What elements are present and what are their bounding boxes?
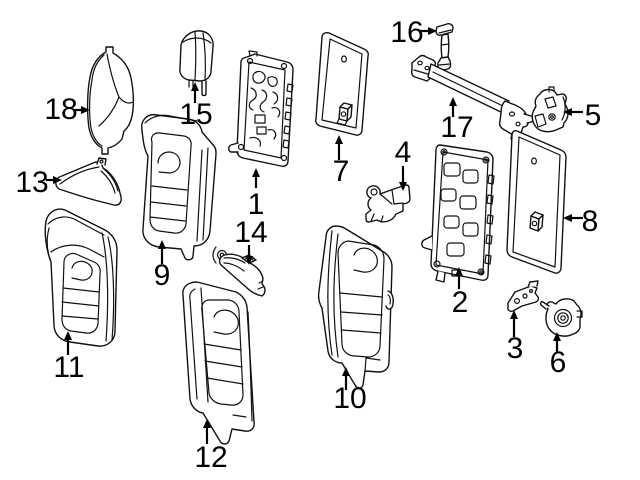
callout-label-10: 10 [333,382,366,415]
callout-8: 8 [563,205,598,238]
callout-1: 1 [248,168,265,221]
part-9-seatback-cover [141,113,228,264]
part-15-headrest [179,30,214,97]
part-7-back-panel [315,32,369,136]
callout-label-1: 1 [248,188,265,221]
callout-18: 18 [44,93,90,126]
part-18-bolster-cover [86,46,135,155]
callout-label-16: 16 [390,16,423,49]
callout-label-13: 13 [15,166,48,199]
callout-label-9: 9 [154,259,171,292]
callout-14: 14 [234,216,268,265]
callout-label-11: 11 [53,351,84,384]
part-3-mounting-bracket [507,280,540,312]
callout-label-3: 3 [507,332,524,365]
callout-label-15: 15 [179,98,212,131]
part-8-back-panel [506,130,567,274]
part-2-seatback-frame [421,144,495,283]
callout-12: 12 [194,419,228,474]
part-5-latch [531,86,569,133]
callout-3: 3 [507,310,524,365]
part-16-striker-bolt [435,23,454,71]
callout-label-6: 6 [550,346,567,379]
callout-label-2: 2 [452,286,469,319]
callout-label-12: 12 [194,441,227,474]
callout-5: 5 [563,99,601,132]
callout-7: 7 [333,135,350,188]
part-10-seatback-cover [317,225,394,389]
callout-17: 17 [440,97,474,144]
part-12-seatback-cover [182,281,255,445]
callout-6: 6 [550,332,567,379]
part-4-hinge-bracket [365,184,411,223]
callout-label-5: 5 [585,99,602,132]
callout-13: 13 [15,166,62,199]
callout-label-8: 8 [582,205,599,238]
callout-label-4: 4 [395,136,412,169]
callout-16: 16 [390,16,437,49]
callout-label-14: 14 [234,216,267,249]
callout-label-7: 7 [333,155,350,188]
callout-9: 9 [154,240,171,292]
callout-label-17: 17 [440,111,473,144]
part-11-seatback-cover [44,208,118,347]
part-1-seatback-frame [228,50,294,167]
callout-15: 15 [179,82,213,131]
part-13-side-trim [55,157,122,206]
part-6-pivot-grommet [539,298,583,337]
callout-10: 10 [333,367,367,415]
callout-label-18: 18 [44,93,77,126]
callout-11: 11 [53,331,85,384]
callout-2: 2 [452,267,469,319]
callout-4: 4 [395,136,412,191]
